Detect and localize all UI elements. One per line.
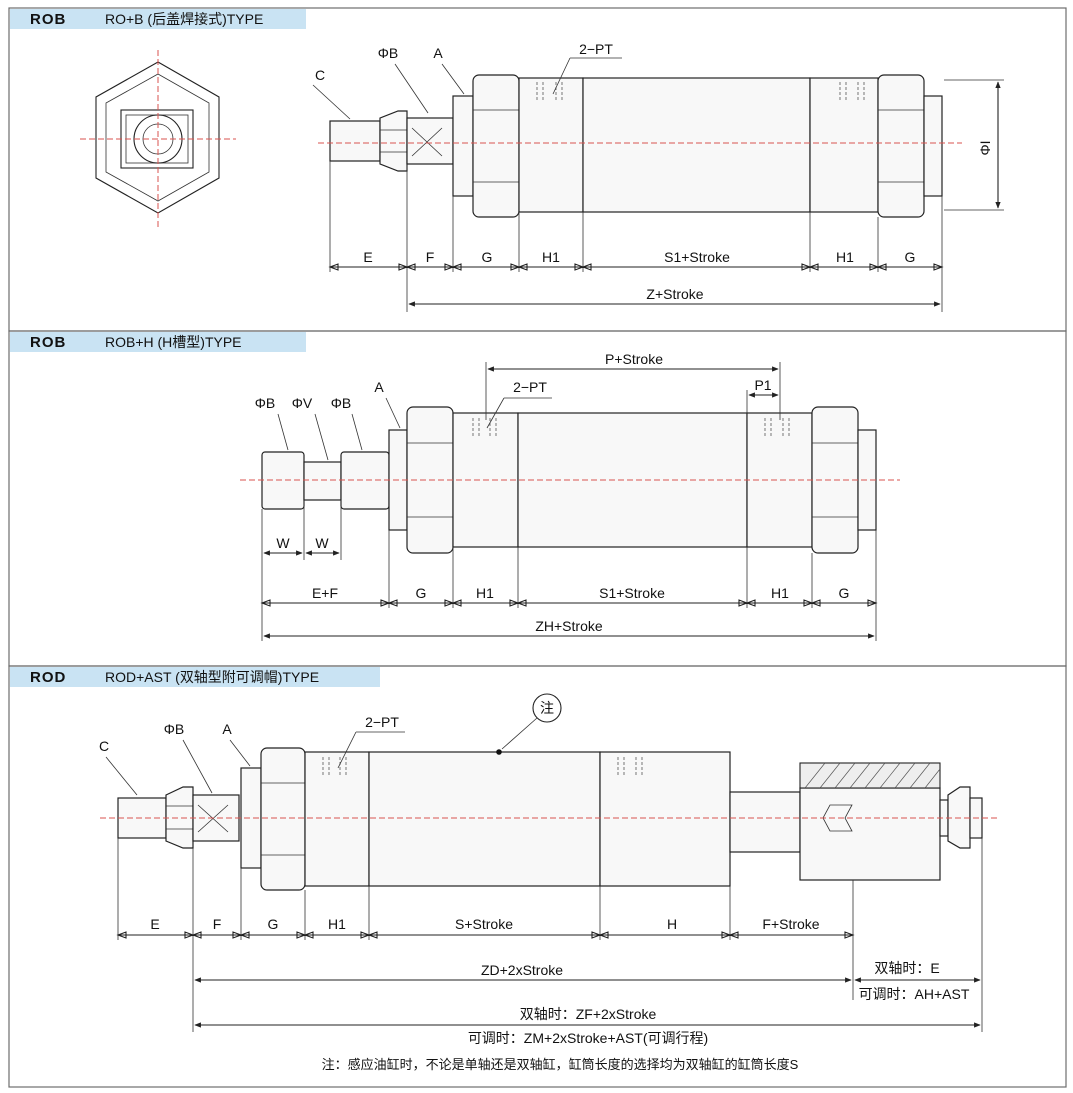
- note-marker: 注: [540, 700, 554, 716]
- dim-dual-zf: 双轴时：ZF+2xStroke: [520, 1006, 657, 1022]
- cylinder-side-view: [240, 406, 900, 554]
- dim-f-stroke: F+Stroke: [762, 916, 819, 932]
- panel-code: ROD: [30, 669, 66, 686]
- dim-adjust-ah: 可调时：AH+AST: [859, 986, 970, 1002]
- label-pt: 2−PT: [365, 714, 399, 730]
- dim-h: H: [667, 916, 677, 932]
- label-phi-b: ΦB: [378, 45, 399, 61]
- label-phi-b: ΦB: [255, 395, 276, 411]
- dim-p-stroke: P+Stroke: [605, 351, 663, 367]
- footnote: 注：感应油缸时，不论是单轴还是双轴缸，缸筒长度的选择均为双轴缸的缸筒长度S: [322, 1057, 799, 1072]
- dim-s1-stroke: S1+Stroke: [599, 585, 665, 601]
- dim-zd-stroke: ZD+2xStroke: [481, 962, 563, 978]
- panel-title: RO+B (后盖焊接式)TYPE: [105, 11, 263, 27]
- dim-f: F: [213, 916, 222, 932]
- dim-g-right: G: [905, 249, 916, 265]
- label-phi-v: ΦV: [292, 395, 313, 411]
- label-phi-b: ΦB: [164, 721, 185, 737]
- dim-g-right: G: [839, 585, 850, 601]
- panel-rob-h: ROB ROB+H (H槽型)TYPE ΦB ΦV ΦB A: [8, 330, 1067, 667]
- panel-code: ROB: [30, 334, 66, 351]
- dim-e: E: [363, 249, 372, 265]
- panel-title: ROB+H (H槽型)TYPE: [105, 334, 242, 350]
- dim-w: W: [276, 535, 290, 551]
- cylinder-side-view: [318, 74, 962, 218]
- dim-h1: H1: [328, 916, 346, 932]
- dim-g: G: [268, 916, 279, 932]
- dim-z-stroke: Z+Stroke: [646, 286, 703, 302]
- label-c: C: [99, 738, 109, 754]
- dim-p1: P1: [754, 377, 771, 393]
- cylinder-side-view: [100, 747, 998, 891]
- dim-h1-right: H1: [771, 585, 789, 601]
- note-marker-circle: [532, 693, 562, 723]
- label-pt: 2−PT: [513, 379, 547, 395]
- dim-zh-stroke: ZH+Stroke: [535, 618, 603, 634]
- dim-h1: H1: [542, 249, 560, 265]
- dim-e: E: [150, 916, 159, 932]
- panel-rod-ast: ROD ROD+AST (双轴型附可调帽)TYPE: [8, 665, 1067, 1088]
- dim-h1: H1: [476, 585, 494, 601]
- dim-h1-right: H1: [836, 249, 854, 265]
- panel-ro-b: ROB RO+B (后盖焊接式)TYPE: [8, 7, 1067, 332]
- panel-code: ROB: [30, 11, 66, 28]
- label-pt: 2−PT: [579, 41, 613, 57]
- dim-s-stroke: S+Stroke: [455, 916, 513, 932]
- label-phi-b-2: ΦB: [331, 395, 352, 411]
- dim-w-2: W: [315, 535, 329, 551]
- panel-title: ROD+AST (双轴型附可调帽)TYPE: [105, 669, 319, 685]
- dim-g: G: [482, 249, 493, 265]
- dim-f: F: [426, 249, 435, 265]
- end-view-hexagon: [80, 50, 236, 228]
- dim-g: G: [416, 585, 427, 601]
- label-a: A: [433, 45, 443, 61]
- label-c: C: [315, 67, 325, 83]
- label-phi-i: ΦI: [977, 140, 993, 155]
- dim-dual-e: 双轴时：E: [874, 960, 939, 976]
- dim-e-f: E+F: [312, 585, 338, 601]
- label-a: A: [222, 721, 232, 737]
- dim-s1-stroke: S1+Stroke: [664, 249, 730, 265]
- label-a: A: [374, 379, 384, 395]
- dim-adjust-zm: 可调时：ZM+2xStroke+AST(可调行程): [468, 1030, 708, 1046]
